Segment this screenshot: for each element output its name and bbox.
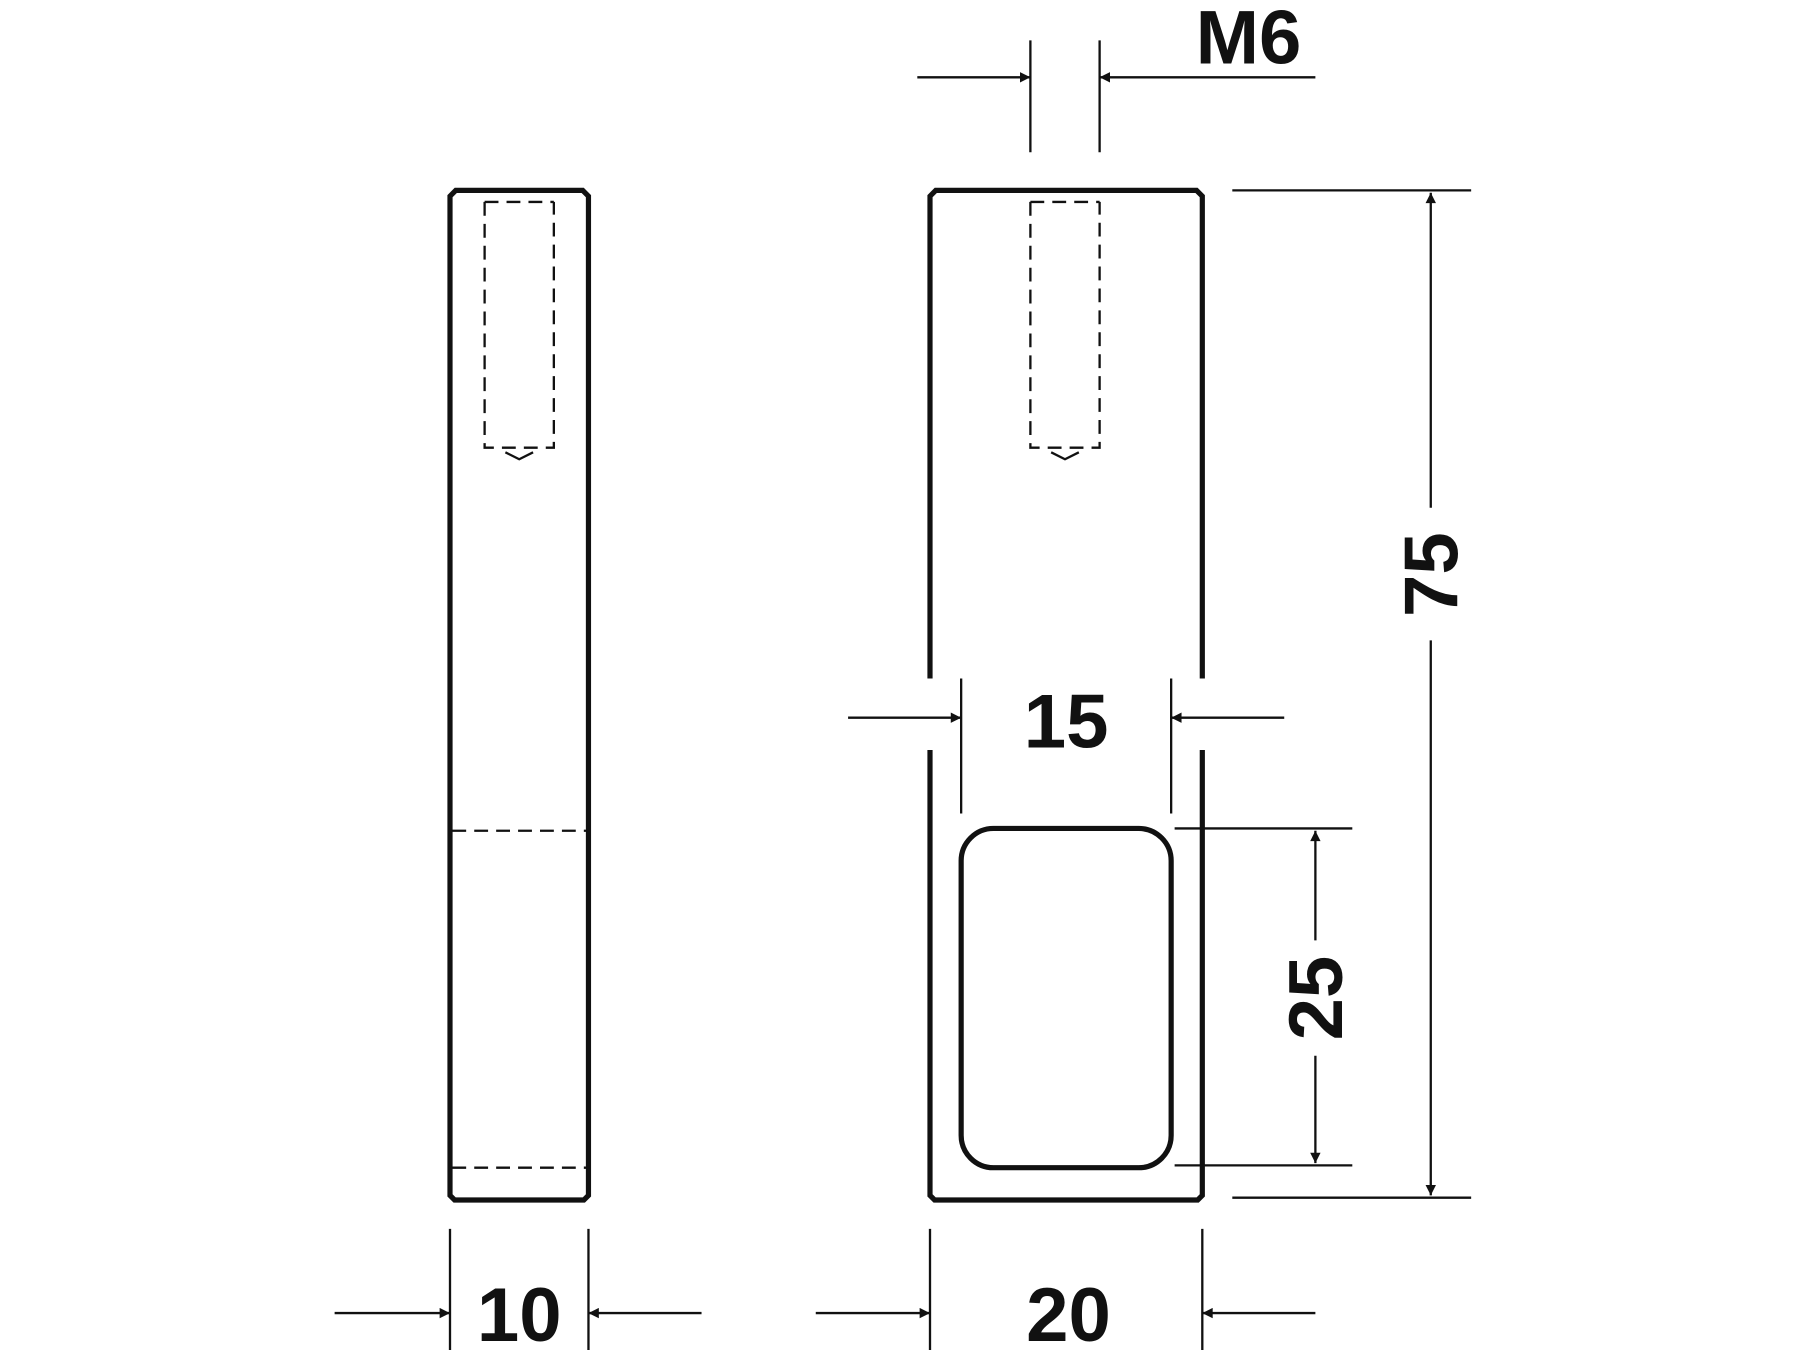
label-25: 25: [1274, 956, 1359, 1041]
dimension-15: 15: [848, 678, 1285, 814]
dimension-m6: M6: [917, 0, 1316, 153]
dimension-75: 75: [1232, 189, 1474, 1199]
dimension-20: 20: [815, 1228, 1316, 1350]
side-view: [447, 187, 592, 1203]
label-15: 15: [1024, 680, 1109, 765]
front-view: [927, 187, 1205, 1203]
label-10: 10: [477, 1273, 562, 1350]
dimension-25: 25: [1174, 827, 1359, 1167]
tube-opening: [958, 825, 1174, 1171]
label-75: 75: [1389, 532, 1474, 617]
label-20: 20: [1026, 1273, 1111, 1350]
dimension-10: 10: [334, 1228, 702, 1350]
label-m6: M6: [1196, 0, 1302, 80]
